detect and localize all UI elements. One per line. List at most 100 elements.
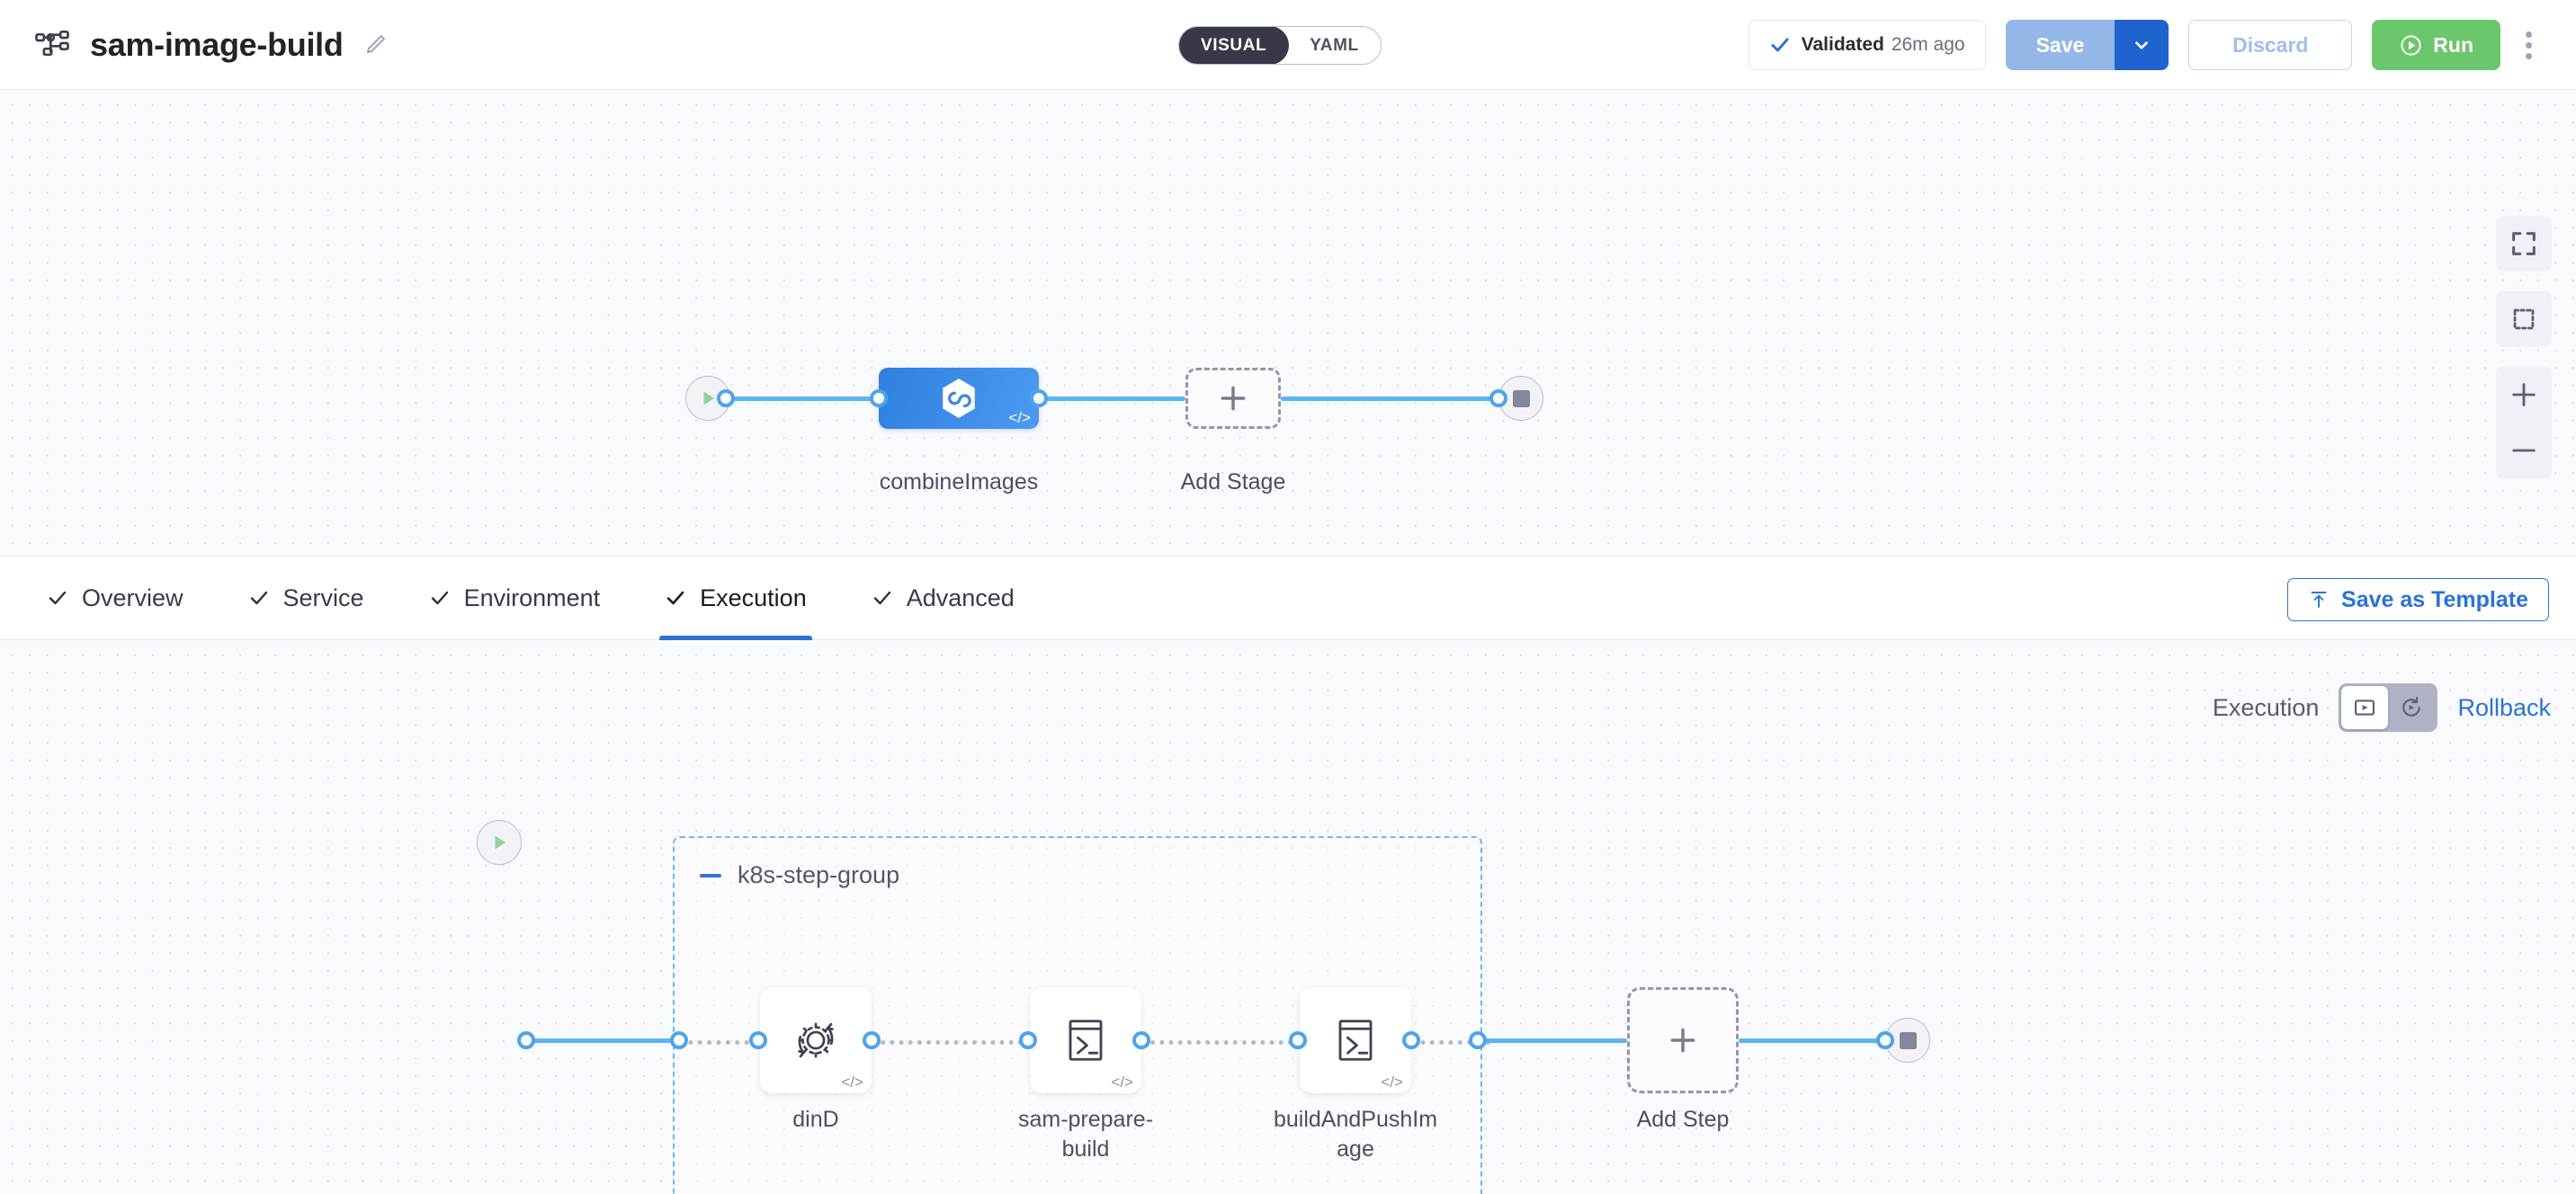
page-header: sam-image-build VISUAL YAML Validated 26… [0, 0, 2576, 90]
group-entry-port[interactable] [670, 1031, 688, 1049]
stage-node-combineimages[interactable]: </> [879, 368, 1039, 429]
add-stage-button[interactable] [1185, 368, 1281, 429]
pipeline-nodes-icon [34, 27, 70, 63]
tab-label: Environment [463, 584, 601, 611]
step-label-dind: dinD [792, 1107, 839, 1132]
more-vertical-icon[interactable] [2508, 20, 2549, 70]
tab-service[interactable]: Service [243, 556, 370, 640]
step-card[interactable]: </> [760, 987, 872, 1093]
page-title: sam-image-build [90, 25, 344, 63]
shell-terminal-icon [1055, 1010, 1116, 1071]
tab-advanced[interactable]: Advanced [866, 556, 1020, 640]
buildpush-in-port[interactable] [1289, 1031, 1307, 1049]
save-dropdown-button[interactable] [2115, 20, 2169, 70]
tab-overview[interactable]: Overview [41, 556, 189, 640]
validated-label: Validated [1801, 34, 1884, 55]
rollback-mode-option[interactable] [2388, 686, 2435, 729]
shell-terminal-icon [1325, 1010, 1386, 1071]
execution-start-port[interactable] [517, 1031, 535, 1049]
selection-marquee-icon [2509, 304, 2539, 334]
mode-visual-option[interactable]: VISUAL [1178, 27, 1290, 64]
step-node-dind[interactable]: </> [760, 987, 872, 1093]
execution-canvas[interactable]: Execution [0, 640, 2576, 1194]
save-as-template-button[interactable]: Save as Template [2287, 578, 2549, 621]
tab-environment[interactable]: Environment [424, 556, 606, 640]
gear-rotate-icon [785, 1010, 846, 1071]
stage-canvas[interactable]: </> combineImages Add Stage [0, 90, 2576, 556]
execution-link-start [526, 1038, 675, 1043]
add-step-button[interactable] [1627, 987, 1739, 1093]
rollback-label[interactable]: Rollback [2457, 693, 2551, 721]
stage-card[interactable]: </> [879, 368, 1039, 429]
stage-end-port[interactable] [1489, 389, 1507, 407]
pencil-edit-icon[interactable] [363, 32, 388, 57]
execution-mode-option[interactable] [2341, 686, 2389, 729]
save-as-template-label: Save as Template [2341, 586, 2528, 612]
stage-in-port[interactable] [870, 389, 888, 407]
check-icon [872, 587, 893, 609]
group-exit-port[interactable] [1469, 1031, 1487, 1049]
execution-end-port[interactable] [1876, 1031, 1894, 1049]
stage-link-1 [726, 397, 874, 401]
status-badge: Validated 26m ago [1748, 20, 1986, 70]
execution-link-addstep [1478, 1038, 1627, 1043]
fit-to-screen-button[interactable] [2496, 216, 2552, 272]
step-group-title: k8s-step-group [738, 861, 900, 888]
stop-square-icon [1512, 389, 1530, 407]
run-button[interactable]: Run [2372, 20, 2500, 70]
zoom-in-button[interactable] [2496, 367, 2552, 423]
step-code-badge: </> [841, 1074, 863, 1091]
stage-start-port[interactable] [717, 389, 735, 407]
step-label-buildandpushimage: buildAndPushIm age [1273, 1107, 1438, 1163]
stage-label-combineimages: combineImages [879, 469, 1039, 495]
upload-template-icon [2308, 589, 2330, 610]
check-icon [248, 587, 270, 609]
stage-config-tabbar: Overview Service Environment Execution [0, 556, 2576, 640]
zoom-controls [2496, 367, 2552, 478]
zoom-out-button[interactable] [2496, 423, 2552, 478]
group-link-1 [872, 1040, 1023, 1045]
samprepare-in-port[interactable] [1019, 1031, 1037, 1049]
add-step-node[interactable] [1627, 987, 1739, 1093]
check-icon [47, 587, 68, 609]
stop-square-icon [1899, 1031, 1917, 1049]
add-step-label: Add Step [1636, 1107, 1730, 1132]
play-circle-icon [2399, 33, 2423, 58]
dind-out-port[interactable] [863, 1031, 881, 1049]
check-icon [665, 587, 686, 609]
step-node-sam-prepare-build[interactable]: </> [1030, 987, 1141, 1093]
run-label: Run [2433, 32, 2473, 57]
mode-yaml-option[interactable]: YAML [1310, 35, 1359, 55]
discard-button[interactable]: Discard [2188, 20, 2353, 70]
play-triangle-icon [488, 832, 510, 853]
execution-start-node [477, 820, 522, 865]
buildpush-out-port[interactable] [1402, 1031, 1420, 1049]
samprepare-out-port[interactable] [1132, 1031, 1150, 1049]
plus-icon [1665, 1022, 1701, 1058]
plus-icon [2509, 379, 2539, 410]
stage-code-badge: </> [1008, 409, 1031, 426]
selection-box-button[interactable] [2496, 291, 2552, 347]
stage-out-port[interactable] [1030, 389, 1048, 407]
check-icon [1769, 34, 1791, 56]
step-node-buildandpushimage[interactable]: </> [1300, 987, 1411, 1093]
step-code-badge: </> [1381, 1074, 1403, 1091]
step-card[interactable]: </> [1030, 987, 1141, 1093]
execution-rollback-toggle[interactable] [2339, 683, 2438, 732]
step-label-sam-prepare-build: sam-prepare- build [1017, 1107, 1154, 1163]
save-button[interactable]: Save [2005, 20, 2115, 70]
add-stage-node[interactable] [1185, 368, 1281, 429]
view-mode-toggle[interactable]: VISUAL YAML [1178, 26, 1382, 65]
dind-in-port[interactable] [749, 1031, 767, 1049]
start-terminus [477, 820, 522, 865]
tab-execution[interactable]: Execution [659, 556, 812, 640]
tab-label: Service [282, 584, 364, 611]
save-split-button[interactable]: Save [2005, 20, 2169, 70]
plus-icon [1215, 380, 1251, 416]
stage-start-node [685, 376, 730, 421]
step-card[interactable]: </> [1300, 987, 1411, 1093]
play-in-box-icon [2352, 695, 2377, 720]
minus-collapse-icon[interactable] [700, 873, 721, 878]
rotate-play-icon [2399, 695, 2424, 720]
